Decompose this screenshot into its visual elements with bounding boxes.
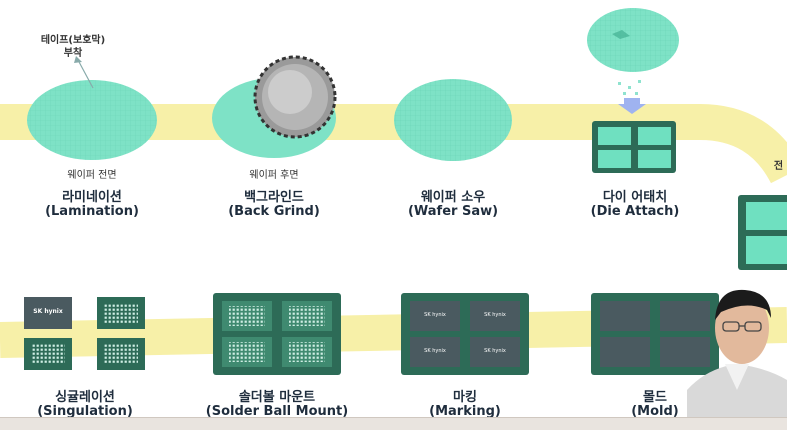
chip-logo: SK hynix (33, 308, 63, 315)
die-substrate (592, 121, 676, 173)
mold-board (591, 293, 719, 375)
top-flow-band (0, 104, 787, 184)
die-particles (618, 80, 641, 95)
step-en-dieattach: (Die Attach) (590, 204, 680, 219)
step-ko-singulation: 싱귤레이션 (55, 390, 115, 405)
step-ko-mold: 몰드 (643, 390, 667, 405)
step-ko-backgrind: 백그라인드 (244, 190, 304, 205)
solderball-board (213, 293, 341, 375)
step-ko-lamination: 라미네이션 (62, 190, 122, 205)
step-en-marking: (Marking) (429, 404, 501, 419)
tape-annotation: 테이프(보호막) 부착 (18, 34, 128, 60)
annotation-arrow (77, 59, 94, 89)
step-ko-solderball: 솔더볼 마운트 (238, 390, 316, 405)
chip-logo: SK hynix (424, 312, 446, 318)
tape-annotation-line2: 부착 (63, 48, 83, 59)
step-ko-dieattach: 다이 어태치 (602, 190, 668, 205)
step-ko-marking: 마킹 (453, 390, 477, 405)
marking-board (401, 293, 529, 375)
drop-arrow (618, 98, 646, 114)
chip-logo: SK hynix (484, 348, 506, 354)
step-en-singulation: (Singulation) (37, 404, 133, 419)
step-ko-wafersaw: 웨이퍼 소우 (420, 190, 486, 205)
step-en-solderball: (Solder Ball Mount) (205, 404, 349, 419)
step-sub-lamination: 웨이퍼 전면 (67, 170, 117, 181)
chip-logo: SK hynix (424, 348, 446, 354)
step-sub-backgrind: 웨이퍼 후면 (249, 170, 299, 181)
edge-label: 전 (773, 161, 784, 172)
step-en-backgrind: (Back Grind) (228, 204, 320, 219)
tape-annotation-line1: 테이프(보호막) (40, 35, 106, 46)
chip-logo: SK hynix (484, 312, 506, 318)
step-en-mold: (Mold) (631, 404, 679, 419)
presenter-video (687, 289, 787, 430)
singulation-chips (24, 297, 145, 370)
edge-substrate (738, 195, 787, 270)
step-en-wafersaw: (Wafer Saw) (407, 204, 499, 219)
step-en-lamination: (Lamination) (45, 204, 139, 219)
video-bottom-bar (0, 417, 787, 430)
